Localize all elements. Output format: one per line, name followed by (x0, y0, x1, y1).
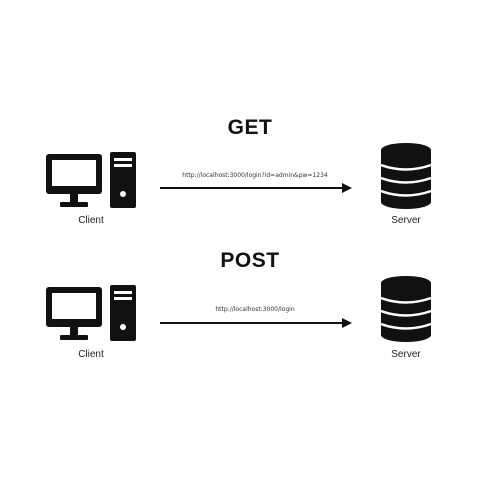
post-server-label: Server (391, 349, 421, 360)
get-server-label: Server (391, 215, 421, 226)
desktop-computer-icon (46, 152, 136, 208)
get-title: GET (227, 116, 273, 139)
post-server-node (379, 275, 433, 343)
get-client-label: Client (78, 215, 104, 226)
get-client-node (44, 152, 140, 210)
get-arrow-icon (160, 183, 352, 193)
post-client-label: Client (78, 349, 104, 360)
desktop-computer-icon (46, 285, 136, 341)
database-server-icon (380, 276, 432, 342)
post-client-node (44, 285, 140, 343)
get-server-node (379, 142, 433, 210)
post-url: http://localhost:3000/login (215, 306, 295, 313)
post-title: POST (220, 249, 280, 272)
database-server-icon (380, 143, 432, 209)
get-url: http://localhost:3000/login?id=admin&pw=… (182, 172, 328, 179)
get-section: GET Client http://localhost:3000/login?i… (0, 110, 500, 250)
post-arrow-icon (160, 318, 352, 328)
post-section: POST Client http://localhost:3000/login (0, 245, 500, 385)
